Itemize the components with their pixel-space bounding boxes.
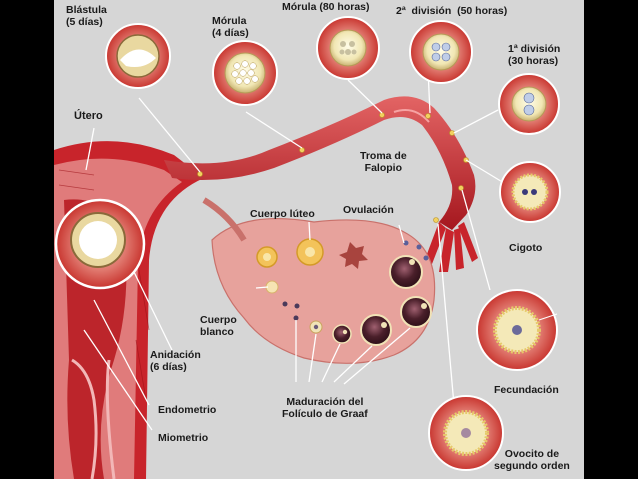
first-division-circle — [498, 73, 560, 135]
label-second-division: 2ª división (50 horas) — [396, 5, 508, 17]
ovary-illustration — [202, 197, 436, 364]
label-implantation: Anidación (6 días) — [150, 349, 201, 373]
label-endometrium: Endometrio — [158, 404, 217, 416]
label-first-division: 1ª división (30 horas) — [508, 43, 561, 67]
morula-4days-circle — [212, 40, 278, 106]
morula-80h-circle — [316, 16, 380, 80]
label-myometrium: Miometrio — [158, 432, 209, 444]
label-uterus: Útero — [74, 110, 103, 122]
label-graaf-maturation: Maduración del Folículo de Graaf — [282, 396, 368, 420]
label-morula-4-days: Mórula (4 días) — [212, 15, 249, 39]
uterus-illustration — [54, 141, 204, 479]
label-fallopian-tube: Troma de Falopio — [360, 150, 407, 174]
secondary-oocyte-circle — [428, 395, 504, 471]
label-corpus-luteum: Cuerpo lúteo — [250, 208, 315, 220]
blastula-circle — [105, 23, 171, 89]
label-ovulation: Ovulación — [343, 204, 394, 216]
corpus-luteum-marks — [256, 238, 368, 269]
diagram-canvas: Blástula (5 días) Mórula (4 días) Mórula… — [54, 0, 584, 479]
second-division-circle — [409, 20, 473, 84]
implantation-circle — [54, 198, 146, 290]
zygote-circle — [499, 161, 561, 223]
graaf-follicles — [282, 255, 432, 346]
fertilization-circle — [476, 289, 558, 371]
reproductive-diagram — [54, 16, 561, 479]
leader-lines — [83, 69, 505, 431]
label-blastula: Blástula (5 días) — [66, 4, 107, 28]
label-morula-80-hours: Mórula (80 horas) — [282, 1, 370, 13]
fallopian-tube — [164, 96, 478, 272]
label-corpus-albicans: Cuerpo blanco — [200, 314, 237, 338]
label-secondary-oocyte: Ovocito de segundo orden — [494, 448, 570, 472]
label-fertilization: Fecundación — [494, 384, 559, 396]
label-zygote: Cigoto — [509, 242, 543, 254]
